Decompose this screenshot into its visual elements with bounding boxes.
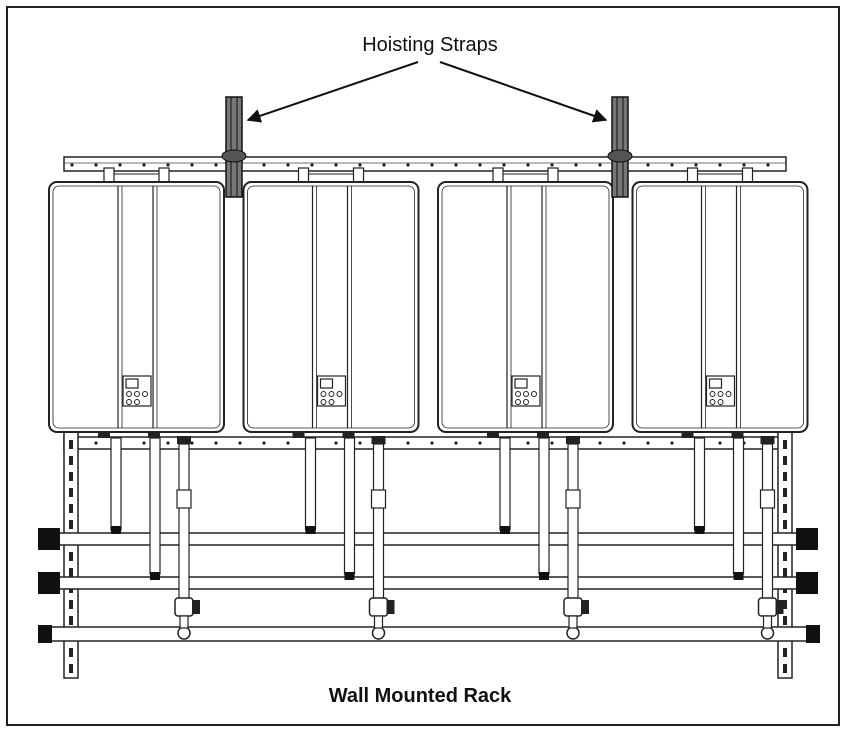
- lower-manifold-pipe: [38, 625, 820, 643]
- top-mounting-rail: [63, 156, 787, 172]
- right-support-post: [777, 431, 793, 679]
- water-heater-unit: [631, 167, 809, 640]
- control-panel: [316, 375, 347, 407]
- water-heater-unit: [437, 167, 614, 640]
- shutoff-valve: [174, 597, 200, 640]
- bottom-mounting-rail: [63, 436, 787, 450]
- middle-manifold-pipe: [38, 572, 818, 594]
- water-heaters: [48, 167, 809, 640]
- hoisting-strap-left: [221, 96, 247, 198]
- control-panel: [705, 375, 736, 407]
- shutoff-valve: [563, 597, 589, 640]
- hoisting-straps-label: Hoisting Straps: [362, 34, 498, 56]
- water-heater-unit: [242, 167, 420, 640]
- hoisting-strap-right: [607, 96, 633, 198]
- control-panel: [122, 375, 152, 407]
- upper-manifold-pipe: [38, 528, 818, 550]
- water-heater-unit: [48, 167, 225, 640]
- callout-arrow-left: [246, 61, 419, 123]
- diagram-caption: Wall Mounted Rack: [328, 685, 512, 707]
- shutoff-valve: [368, 597, 395, 640]
- shutoff-valve: [757, 597, 784, 640]
- diagram-frame: [6, 6, 840, 726]
- control-panel: [511, 375, 541, 407]
- callout-arrow-right: [439, 61, 608, 123]
